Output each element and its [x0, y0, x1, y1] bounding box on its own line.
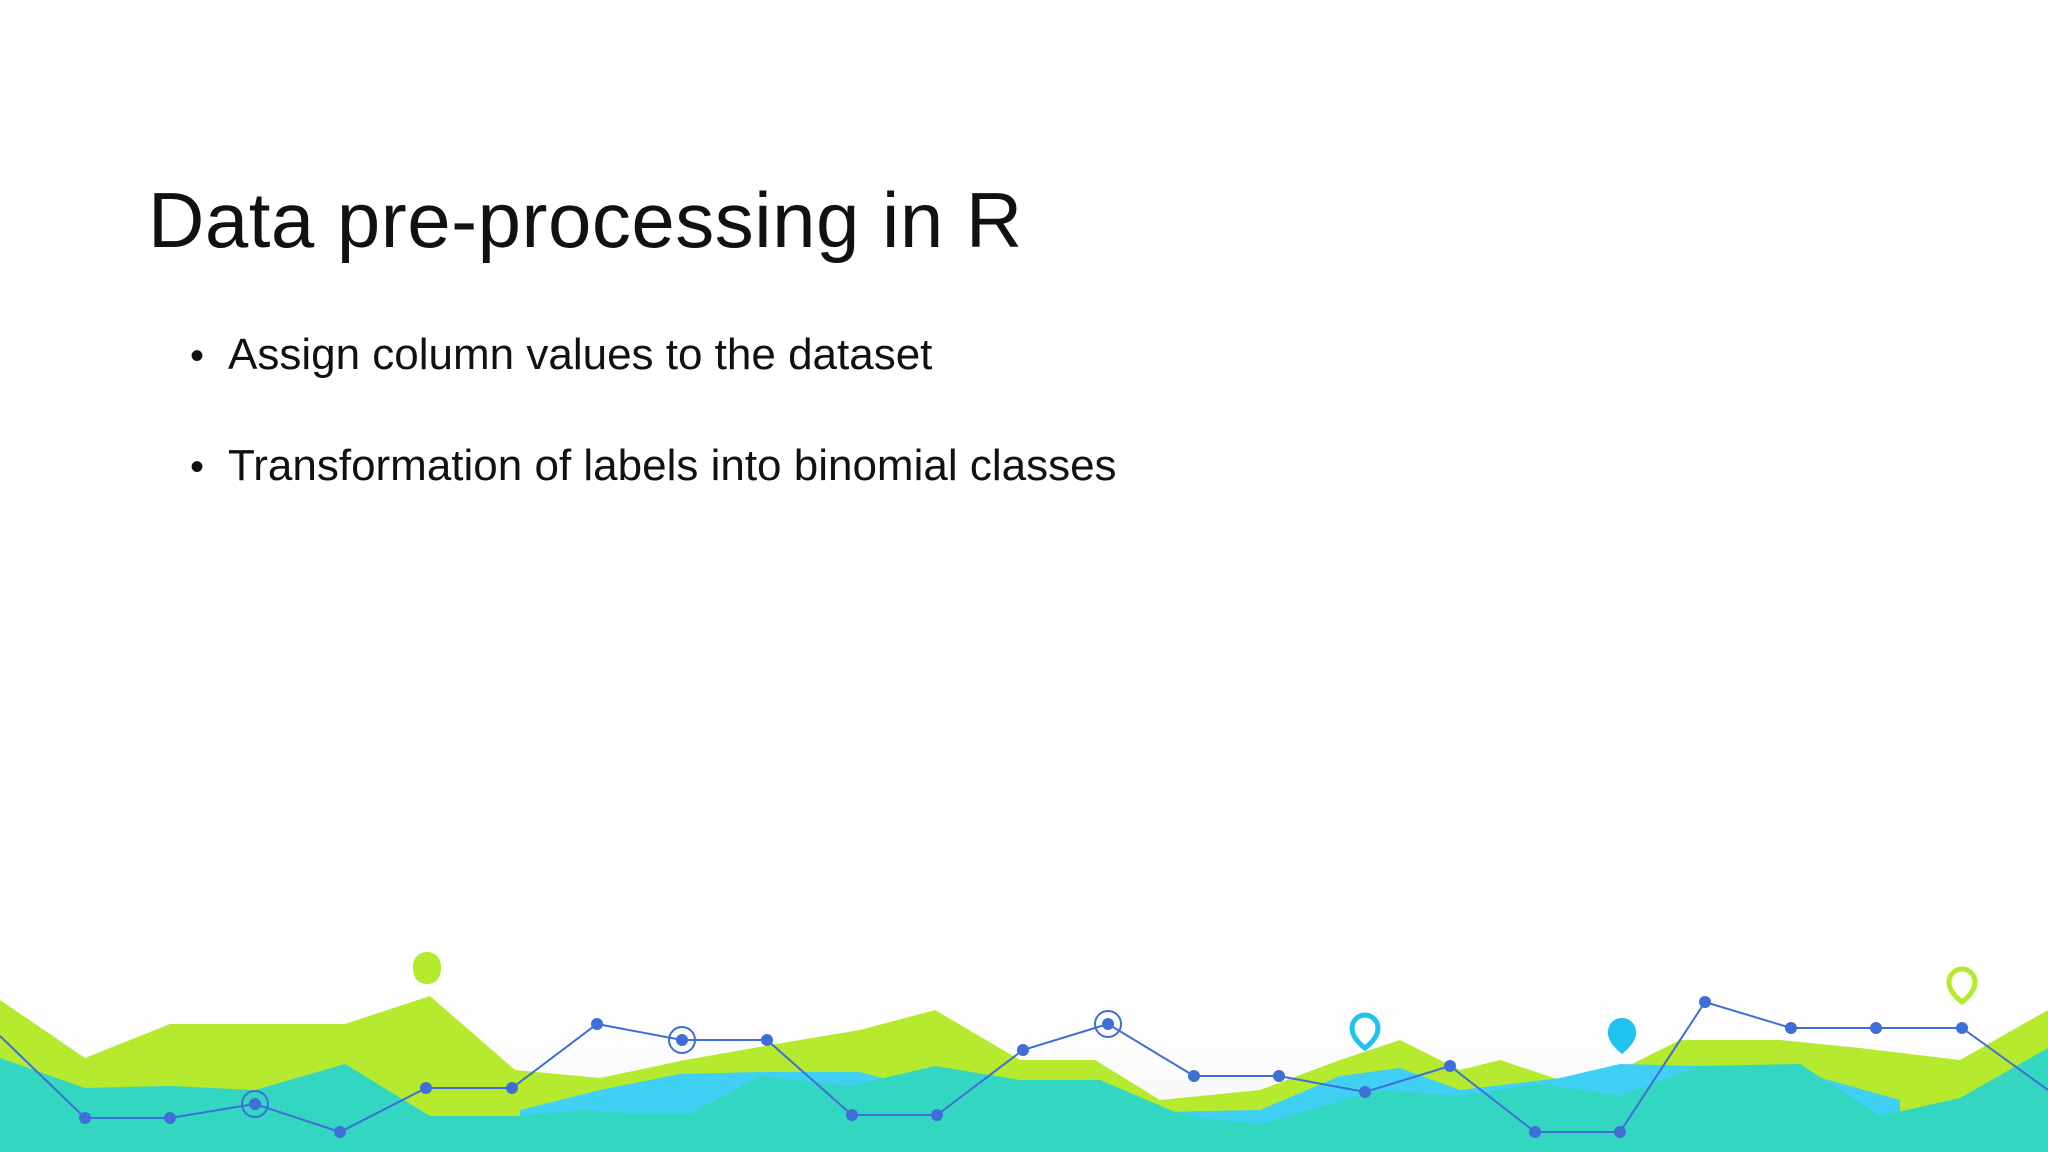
bullet-list: • Assign column values to the dataset • … [190, 330, 1117, 552]
graph-point [164, 1112, 176, 1124]
graph-point [249, 1098, 261, 1110]
graph-point [761, 1034, 773, 1046]
map-pin-icon [1607, 1018, 1637, 1054]
graph-point [1359, 1086, 1371, 1098]
graph-point [1785, 1022, 1797, 1034]
graph-point [1444, 1060, 1456, 1072]
bullet-item: • Assign column values to the dataset [190, 330, 1117, 441]
bullet-text: Assign column values to the dataset [228, 330, 933, 379]
graph-point [1273, 1070, 1285, 1082]
graph-point-rings [241, 1010, 1122, 1118]
graph-point [1870, 1022, 1882, 1034]
bullet-glyph: • [190, 334, 205, 378]
decorative-line-graph-footer [0, 952, 2048, 1152]
graph-point [79, 1112, 91, 1124]
line-graph-points [79, 996, 1968, 1138]
graph-point [420, 1082, 432, 1094]
graph-point-ring [1094, 1010, 1122, 1038]
graph-point [931, 1109, 943, 1121]
graph-point [334, 1126, 346, 1138]
bullet-text: Transformation of labels into binomial c… [228, 441, 1117, 490]
graph-point-ring [668, 1026, 696, 1054]
graph-point [676, 1034, 688, 1046]
graph-point [1529, 1126, 1541, 1138]
graph-point [846, 1109, 858, 1121]
graph-point-ring [241, 1090, 269, 1118]
teal-wave-shape [0, 1048, 2048, 1152]
graph-point [506, 1082, 518, 1094]
graph-point [1956, 1022, 1968, 1034]
map-pin-outline-icon [1946, 966, 1978, 1006]
slide-title: Data pre-processing in R [148, 176, 1023, 264]
graph-point [591, 1018, 603, 1030]
graph-point [1102, 1018, 1114, 1030]
graph-point [1614, 1126, 1626, 1138]
graph-point [1017, 1044, 1029, 1056]
map-pin-icon [412, 952, 442, 984]
bullet-glyph: • [190, 445, 205, 489]
graph-point [1188, 1070, 1200, 1082]
bullet-item: • Transformation of labels into binomial… [190, 441, 1117, 552]
map-pin-outline-icon [1349, 1012, 1381, 1052]
graph-point [1699, 996, 1711, 1008]
